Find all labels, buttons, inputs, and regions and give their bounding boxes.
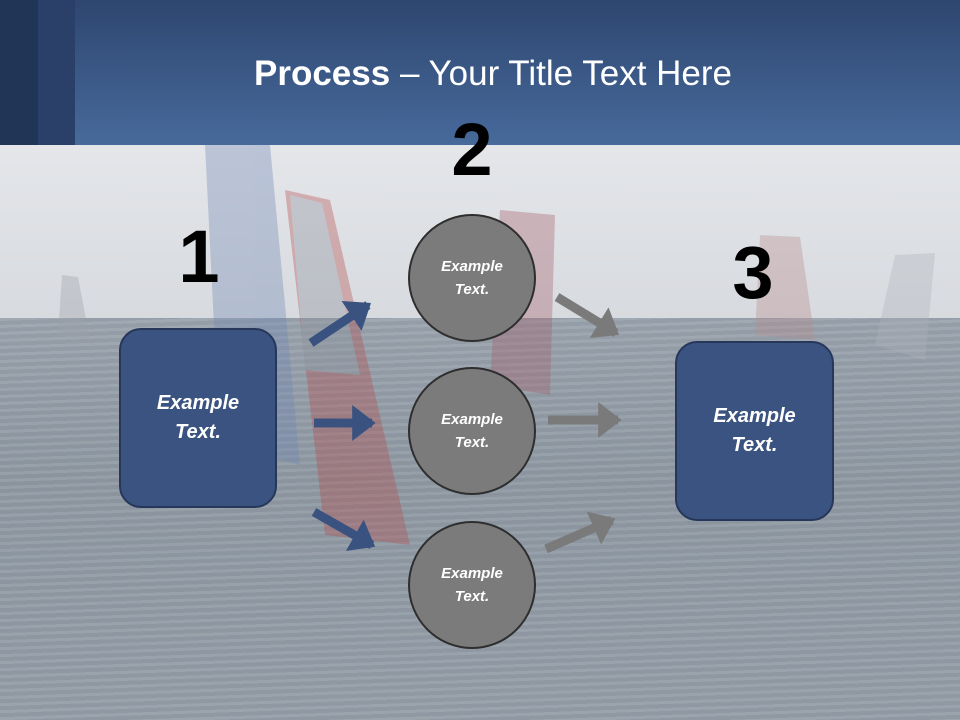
slide-title: Process – Your Title Text Here	[0, 52, 960, 96]
header-accent-strip	[0, 0, 38, 145]
process-circle-top: Example Text.	[408, 214, 536, 342]
process-box-left-label: Example Text.	[156, 392, 240, 443]
process-circle-middle: Example Text.	[408, 367, 536, 495]
step-number-1: 1	[178, 215, 220, 298]
header-band	[0, 0, 960, 145]
process-circle-top-label: Example Text.	[441, 258, 503, 298]
process-box-left: Example Text.	[119, 328, 277, 508]
process-circle-bottom-label: Example Text.	[441, 565, 503, 605]
title-strong: Process	[254, 54, 391, 93]
step-number-2: 2	[451, 108, 493, 191]
title-rest: – Your Title Text Here	[390, 54, 732, 93]
header-accent-strip	[38, 0, 75, 145]
process-circle-middle-label: Example Text.	[441, 411, 503, 451]
process-circle-bottom: Example Text.	[408, 521, 536, 649]
process-box-right-label: Example Text.	[713, 405, 796, 456]
process-box-right: Example Text.	[675, 341, 834, 521]
step-number-3: 3	[732, 231, 774, 314]
